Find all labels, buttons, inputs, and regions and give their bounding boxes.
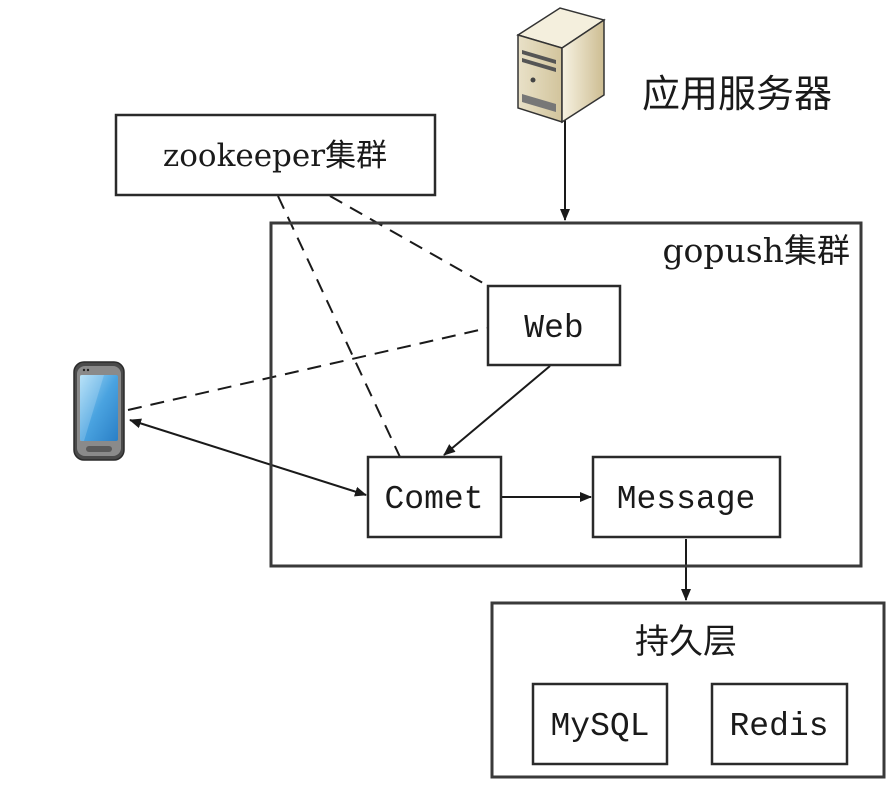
persistence-layer: 持久层 MySQL Redis — [490, 601, 886, 779]
web-node[interactable]: Web — [486, 284, 622, 367]
mobile-client[interactable] — [73, 361, 125, 461]
web-node-label: Web — [524, 310, 583, 347]
message-node-label: Message — [617, 481, 756, 518]
redis-node[interactable]: Redis — [710, 682, 849, 766]
redis-node-label: Redis — [729, 708, 828, 745]
edge-web-to-comet — [443, 365, 551, 456]
comet-node[interactable]: Comet — [366, 455, 503, 539]
gopush-cluster-frame — [269, 221, 863, 568]
edge-zookeeper-web-dashed — [329, 195, 491, 288]
edge-zookeeper-comet-dashed — [277, 195, 401, 458]
mysql-node-label: MySQL — [550, 708, 649, 745]
app-server-node[interactable]: 应用服务器 — [516, 7, 832, 124]
gopush-cluster-label: gopush集群 — [662, 231, 850, 270]
edges — [127, 120, 691, 601]
app-server-label: 应用服务器 — [642, 72, 832, 116]
zookeeper-cluster-node[interactable]: zookeeper集群 — [114, 113, 437, 197]
persistence-layer-label: 持久层 — [635, 622, 737, 662]
edge-phone-comet-bidirectional — [129, 418, 367, 497]
persistence-layer-frame — [490, 601, 886, 779]
gopush-cluster: gopush集群 — [269, 221, 863, 568]
mobile-phone-icon — [73, 361, 125, 461]
comet-node-label: Comet — [384, 481, 483, 518]
mysql-node[interactable]: MySQL — [531, 682, 669, 766]
edge-phone-web-dashed — [127, 327, 489, 411]
zookeeper-cluster-label: zookeeper集群 — [163, 138, 387, 174]
server-tower-icon — [516, 7, 606, 124]
message-node[interactable]: Message — [591, 455, 782, 539]
